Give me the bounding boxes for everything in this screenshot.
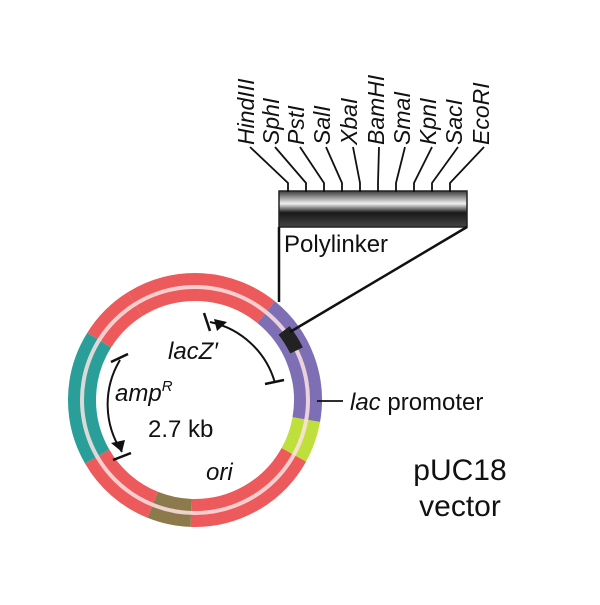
site-label: BamHI [363,74,389,145]
polylinker-bar [278,190,468,228]
site-ecori: EcoRI [449,82,494,192]
site-label: HindIII [233,78,259,145]
lacz-arc [209,321,276,384]
lacz-arrow: lacZ′ [168,312,285,386]
site-sali: SalI [309,105,343,192]
amp-arrowhead [111,440,125,452]
site-leader [299,146,325,192]
site-bamhi: BamHI [363,74,389,192]
site-leader [325,146,343,192]
site-label: SacI [441,98,467,145]
site-xbai: XbaI [336,97,362,192]
promoter-label: lac promoter [350,389,483,416]
amp-arrow: ampR [106,352,173,462]
site-leader [274,146,307,192]
lacz-bar-end [264,378,285,386]
polylinker-connector-right [289,225,468,334]
site-kpni: KpnI [413,97,441,192]
vector-name-line2: vector [419,490,501,523]
restriction-sites: HindIII SphI PstI SalI XbaI BamHI SmaI [233,74,494,192]
site-label: EcoRI [468,82,494,145]
lacz-bar-start [202,312,212,332]
site-hindiii: HindIII [233,78,289,192]
site-label: XbaI [336,97,362,146]
site-leader [377,146,380,192]
amp-bar-end [112,451,132,462]
site-saci: SacI [431,98,467,192]
site-leader [431,146,459,192]
ori-label: ori [206,459,233,486]
site-label: SphI [258,97,284,145]
site-leader [352,146,361,192]
amp-label: ampR [115,378,173,407]
site-leader [413,146,433,192]
site-leader [449,146,485,192]
polylinker-label: Polylinker [284,231,388,258]
site-leader [249,146,289,192]
site-label: SalI [309,105,335,145]
site-label: KpnI [415,97,441,145]
site-label: PstI [283,105,309,145]
site-leader [395,146,406,192]
ring-highlight [80,285,310,515]
site-smai: SmaI [389,91,415,192]
site-label: SmaI [389,91,415,145]
plasmid-ring [68,273,322,527]
site-psti: PstI [283,105,325,192]
polylinker: Polylinker [277,190,468,334]
plasmid-size: 2.7 kb [148,416,213,443]
lacz-arrowhead [214,319,227,331]
vector-name-line1: pUC18 [413,454,506,487]
lacz-label: lacZ′ [168,338,219,365]
amp-bar-start [110,352,129,364]
ring-polylinker-mark [278,326,303,354]
site-sphi: SphI [258,97,307,192]
backbone-segment-bottom [85,449,159,518]
